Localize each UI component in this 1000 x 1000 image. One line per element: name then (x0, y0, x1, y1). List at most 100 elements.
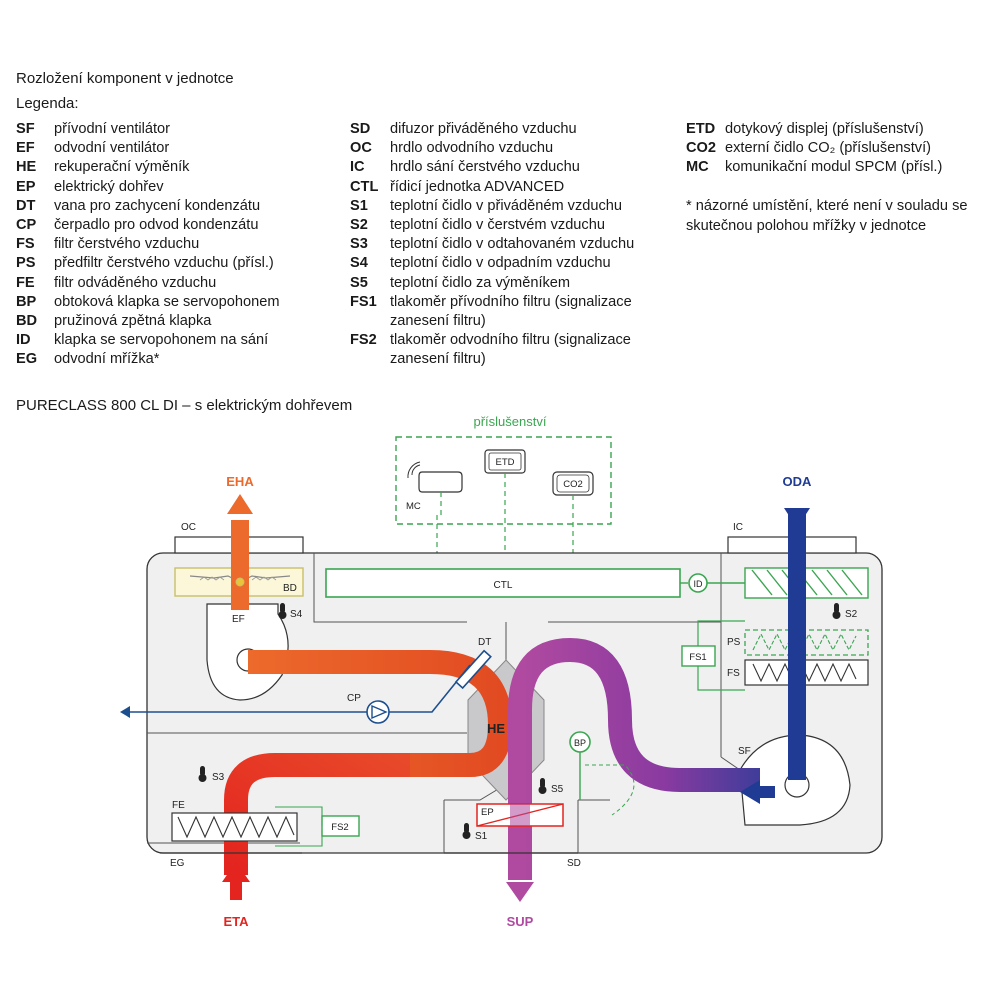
legend-abbr: FS1 (350, 293, 377, 310)
legend-abbr: IC (350, 159, 365, 176)
legend-text: filtr čerstvého vzduchu (54, 236, 200, 253)
legend-text: pružinová zpětná klapka (54, 312, 212, 329)
legend-abbr: DT (16, 197, 36, 214)
legend-abbr: S3 (350, 236, 368, 253)
legend-text: teplotní čidlo v čerstvém vzduchu (390, 216, 605, 233)
legend-text: odvodní mřížka* (54, 351, 160, 368)
legend-text: řídicí jednotka ADVANCED (390, 178, 565, 195)
dt-tray (454, 649, 492, 690)
legend-heading: Legenda: (16, 95, 79, 112)
legend-abbr: ETD (686, 121, 716, 137)
fe-label: FE (172, 800, 185, 811)
legend-text: předfiltr čerstvého vzduchu (přísl.) (54, 255, 274, 272)
legend-text: filtr odváděného vzduchu (54, 274, 217, 291)
etd-label: ETD (496, 457, 515, 468)
legend-text: hrdlo sání čerstvého vzduchu (390, 159, 580, 176)
oda-arrow-icon (784, 508, 810, 528)
legend-abbr: PS (16, 255, 36, 272)
eg-label: EG (170, 858, 185, 869)
ic-label: IC (733, 522, 743, 533)
legend-text: odvodní ventilátor (54, 140, 170, 157)
s5-sensor-icon (538, 778, 547, 794)
sd-label: SD (567, 858, 581, 869)
legend-abbr: BP (16, 293, 37, 310)
dt-label: DT (478, 637, 491, 648)
fe-filter (171, 812, 298, 842)
fs-filter (744, 659, 869, 686)
legend-text: difuzor přiváděného vzduchu (390, 121, 577, 137)
ctl-label: CTL (494, 580, 513, 591)
legend-abbr: CP (16, 216, 37, 233)
fs2-label: FS2 (331, 822, 348, 833)
s3-sensor-icon (198, 766, 207, 782)
sup-arrow-icon (506, 882, 534, 902)
legend-abbr: SF (16, 121, 35, 137)
legend-abbr: SD (350, 121, 371, 137)
sf-label: SF (738, 746, 751, 757)
ef-label: EF (232, 614, 245, 625)
oc-label: OC (181, 522, 196, 533)
mc-label: MC (406, 501, 421, 512)
legend-text: dotykový displej (příslušenství) (725, 121, 924, 137)
legend-abbr: EG (16, 351, 38, 368)
bd-label: BD (283, 583, 297, 594)
legend-text: teplotní čidlo za výměníkem (390, 274, 571, 291)
legend-abbr: ID (16, 332, 31, 349)
fs-label: FS (727, 668, 740, 679)
ep-label: EP (481, 807, 494, 818)
eha-label: EHA (226, 474, 254, 489)
legend-text: zanesení filtru) (390, 312, 486, 329)
legend-abbr: FE (16, 274, 35, 291)
page-title: Rozložení komponent v jednotce (16, 70, 234, 87)
fs1-label: FS1 (689, 652, 706, 663)
diagram-subtitle: PURECLASS 800 CL DI – s elektrickým dohř… (16, 397, 353, 414)
s3-label: S3 (212, 772, 225, 783)
legend-abbr: BD (16, 312, 38, 329)
legend-text: komunikační modul SPCM (přísl.) (725, 159, 943, 176)
supply-airflow (508, 637, 760, 880)
s2-sensor-icon (832, 603, 841, 619)
s1-label: S1 (475, 831, 488, 842)
mc-module-icon (407, 461, 463, 493)
legend-text: vana pro zachycení kondenzátu (54, 197, 261, 214)
bp-label: BP (574, 738, 586, 748)
legend-text: klapka se servopohonem na sání (54, 332, 269, 349)
legend-text: teplotní čidlo v odtahovaném vzduchu (390, 236, 635, 253)
legend-text: externí čidlo CO₂ (příslušenství) (725, 140, 931, 157)
legend-abbr: S5 (350, 274, 368, 291)
legend-text: čerpadlo pro odvod kondenzátu (54, 216, 259, 233)
legend-text: přívodní ventilátor (54, 121, 171, 137)
cp-label: CP (347, 693, 361, 704)
legend-abbr: S2 (350, 216, 368, 233)
accessories-label: příslušenství (474, 414, 547, 429)
legend-abbr: S1 (350, 197, 368, 214)
legend-abbr: HE (16, 159, 37, 176)
eha-arrow-icon (227, 494, 253, 514)
legend-text: tlakoměr odvodního filtru (signalizace (390, 332, 631, 349)
legend-text: tlakoměr přívodního filtru (signalizace (390, 293, 632, 310)
legend-abbr: OC (350, 140, 372, 157)
s5-label: S5 (551, 784, 564, 795)
he-label: HE (487, 721, 505, 736)
legend-text: teplotní čidlo v odpadním vzduchu (390, 255, 611, 272)
accessories-box (395, 436, 612, 525)
id-damper (744, 567, 869, 599)
s2-label: S2 (845, 609, 858, 620)
s4-label: S4 (290, 609, 303, 620)
sup-label: SUP (507, 914, 534, 929)
legend-text: obtoková klapka se servopohonem (54, 293, 280, 310)
extract-airflow (224, 753, 410, 875)
legend-abbr: EF (16, 140, 35, 157)
legend-abbr: CO2 (686, 140, 717, 157)
s4-sensor-icon (278, 603, 287, 619)
ps-label: PS (727, 637, 741, 648)
legend-text: teplotní čidlo v přiváděném vzduchu (390, 197, 623, 214)
legend-abbr: FS2 (350, 332, 377, 349)
legend-text: elektrický dohřev (54, 178, 164, 195)
eta-arrow-icon (222, 862, 250, 900)
id-label: ID (694, 579, 704, 589)
legend-abbr: CTL (350, 178, 379, 195)
footnote: * názorné umístění, které není v souladu… (686, 198, 968, 234)
legend-abbr: S4 (350, 255, 368, 272)
